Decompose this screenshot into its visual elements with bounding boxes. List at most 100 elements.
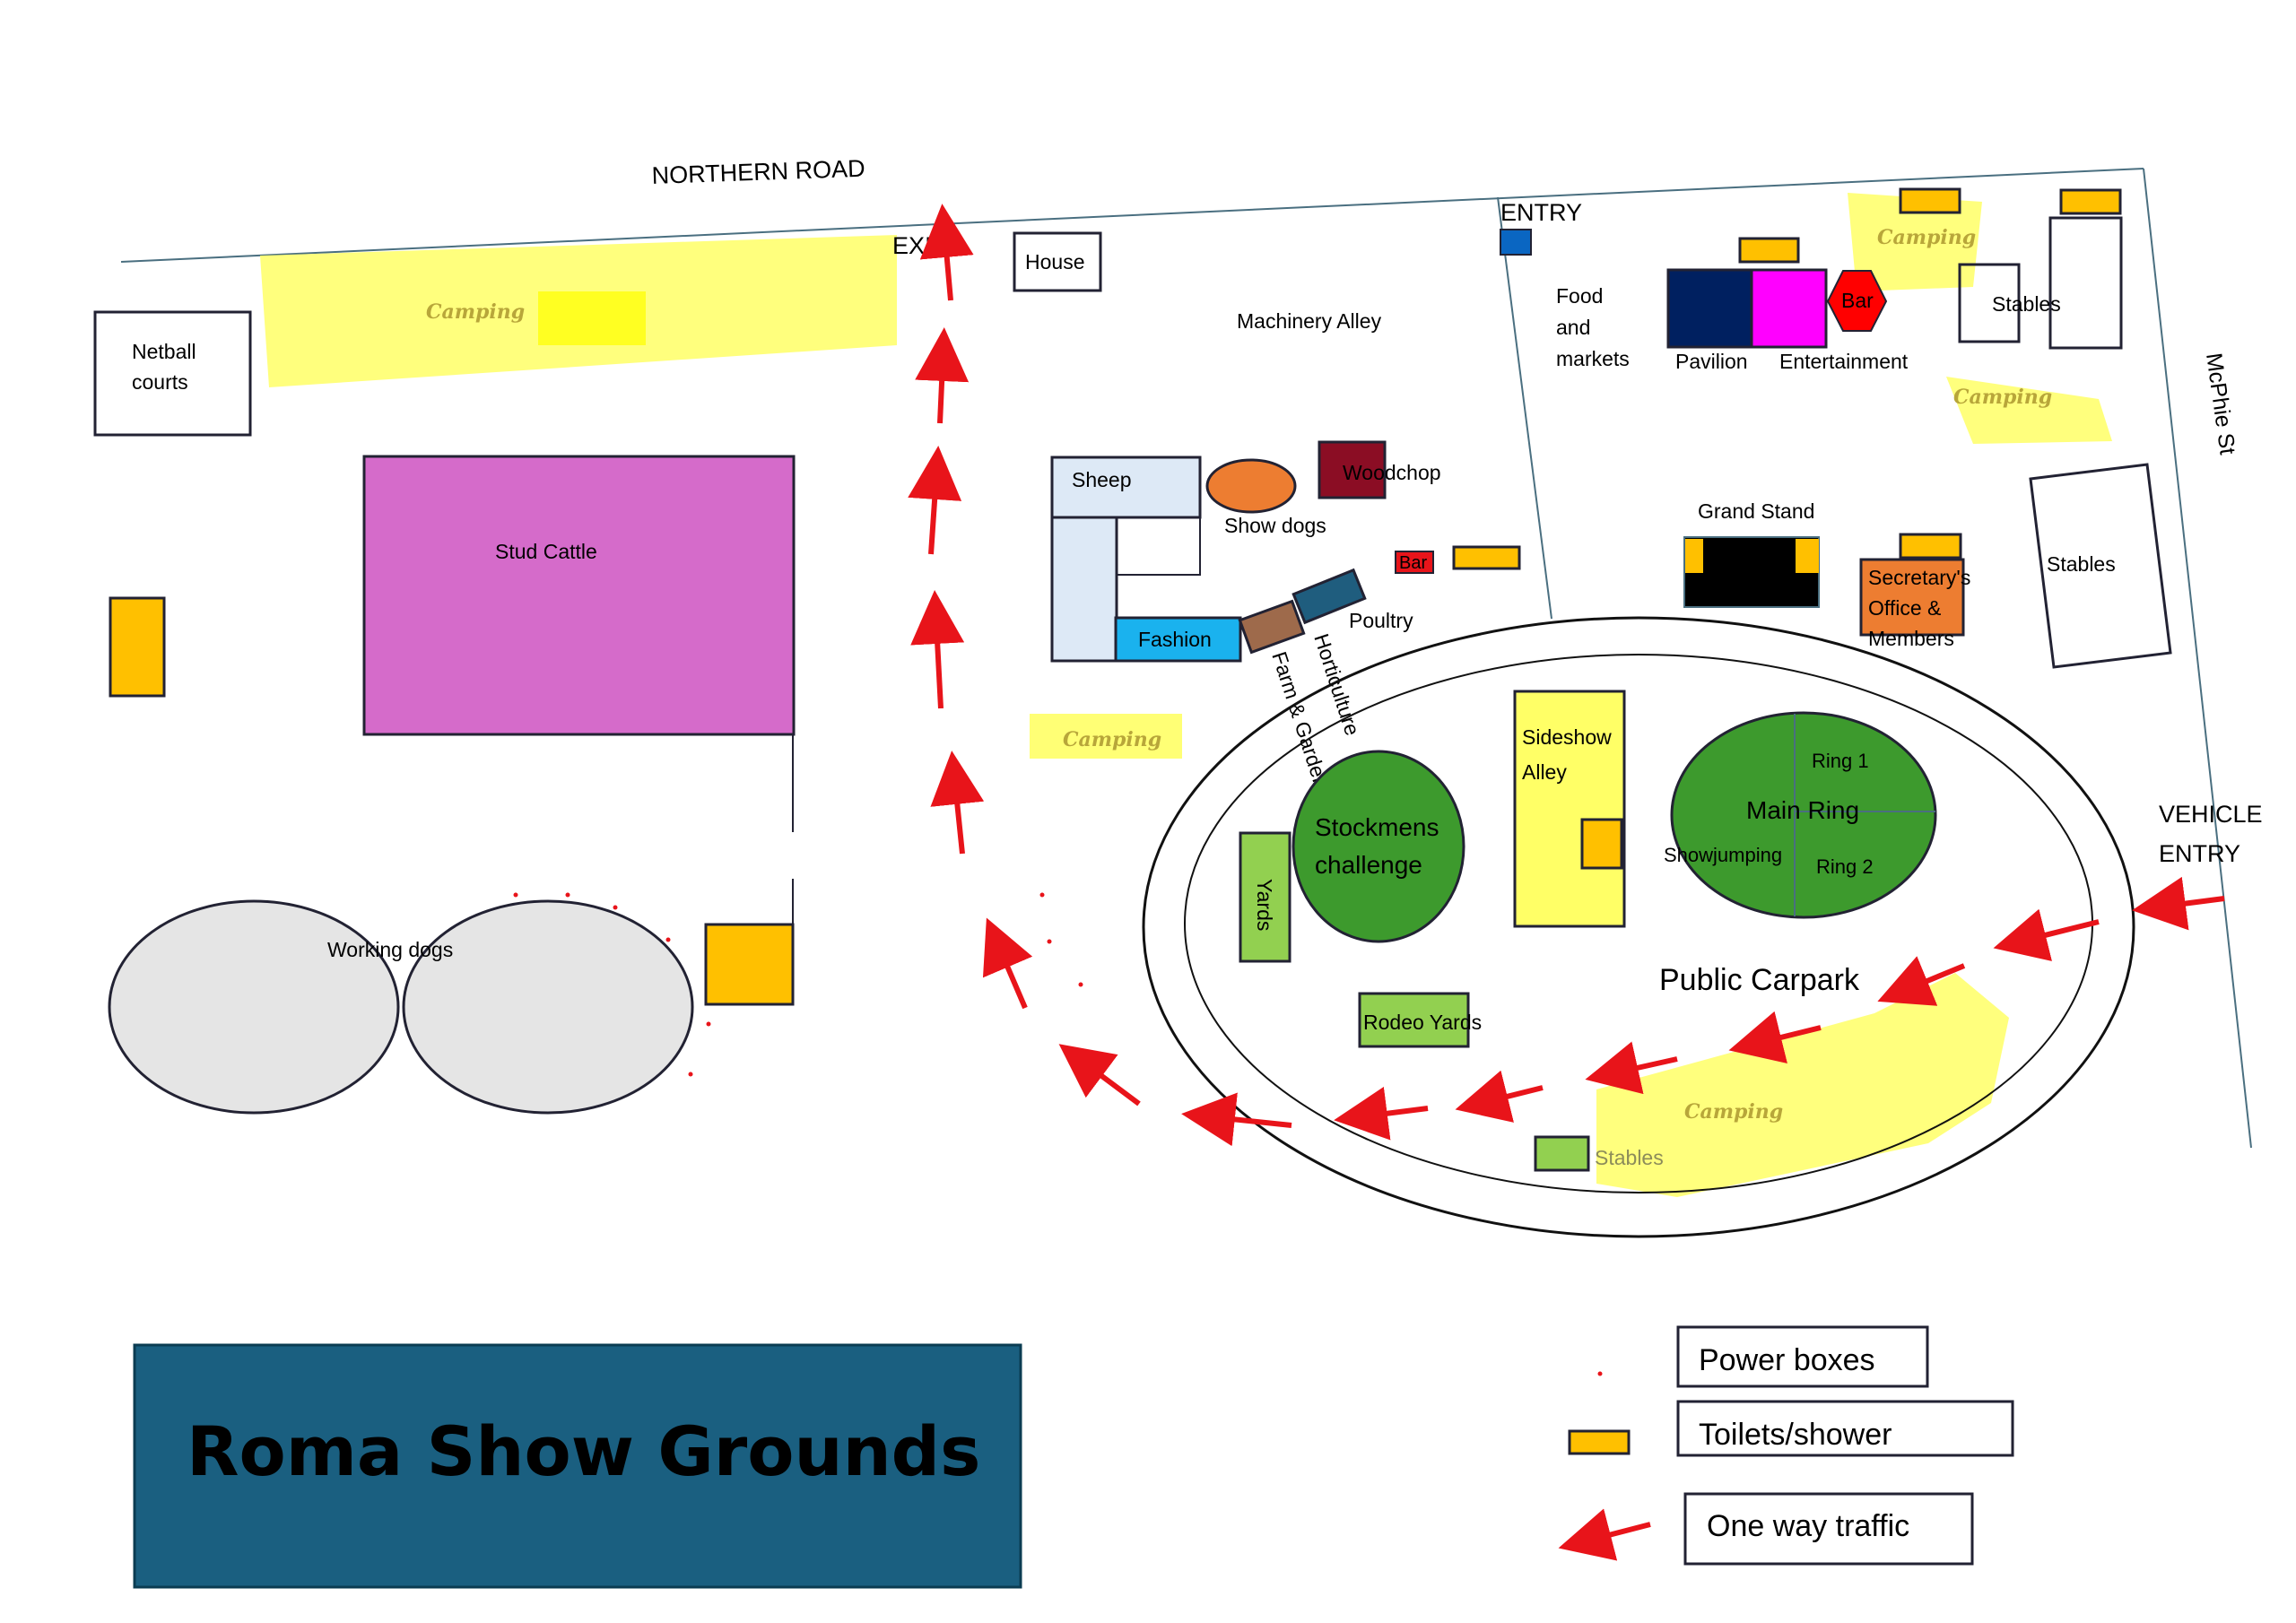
show-dogs-label: Show dogs (1224, 514, 1326, 537)
show-dogs-ring (1205, 458, 1297, 514)
traffic-arrow (910, 590, 965, 709)
working-dogs-arena-left (108, 899, 400, 1115)
woodchop-label: Woodchop (1343, 461, 1441, 484)
grand-stand-label: Grand Stand (1698, 499, 1814, 523)
traffic-arrow (1728, 1011, 1822, 1064)
food-markets-label-line3: markets (1556, 347, 1630, 370)
mcphie-st-line (2143, 168, 2252, 1149)
sheep-pen-fence (1116, 517, 1201, 576)
power-box (1039, 892, 1045, 898)
sheep-pen (1050, 456, 1202, 519)
entertainment-area (1750, 268, 1828, 349)
machinery-alley-label: Machinery Alley (1237, 309, 1382, 333)
poultry-label: Poultry (1349, 609, 1413, 632)
ring-1-label: Ring 1 (1812, 750, 1869, 772)
sheep-label: Sheep (1072, 468, 1132, 491)
traffic-arrow (1585, 1041, 1678, 1095)
food-markets-label-line1: Food (1556, 284, 1603, 308)
pavilion (1666, 268, 1753, 349)
camping-label-ne: Camping (1877, 226, 1976, 249)
bar-small-label: Bar (1399, 553, 1427, 573)
camping-highlight-ne (1848, 193, 1982, 291)
rodeo-yards (1358, 992, 1470, 1048)
rodeo-yards-label: Rodeo Yards (1363, 1011, 1482, 1034)
traffic-arrow (1334, 1086, 1429, 1141)
traffic-arrows (908, 204, 2225, 1147)
secretary-office (1859, 558, 1965, 637)
stables-north-label: Stables (1992, 292, 2061, 316)
netball-courts-label-line2: courts (132, 370, 188, 394)
pavilion-label: Pavilion (1675, 350, 1748, 373)
traffic-arrow (1455, 1070, 1544, 1123)
northern-road-line (120, 168, 2144, 263)
toilet-block-stables-b (2059, 188, 2122, 215)
toilet-block-grandstand-left (1685, 539, 1703, 573)
stables-east-label: Stables (2047, 552, 2116, 576)
showjumping-label: Showjumping (1664, 844, 1782, 866)
exit-label: EXIT (892, 232, 946, 259)
stockmens-challenge-label-line1: Stockmens (1315, 813, 1439, 841)
legend-power-box-icon (1597, 1371, 1603, 1376)
camping-highlight-north-bright (538, 291, 646, 345)
poultry-shed (1292, 568, 1367, 625)
stud-cattle-area (362, 455, 796, 736)
toilet-block-southwest (704, 923, 795, 1006)
traffic-arrow (1058, 1044, 1141, 1107)
power-box (513, 892, 518, 898)
northern-road-label: NORTHERN ROAD (651, 155, 865, 189)
food-markets-label-line2: and (1556, 316, 1590, 339)
stud-cattle-label: Stud Cattle (495, 540, 597, 563)
camping-label-carpark: Camping (1684, 1100, 1783, 1124)
bar-small (1395, 551, 1434, 574)
stables-south (1534, 1135, 1590, 1172)
yards-label: Yards (1253, 879, 1276, 931)
legend-one-way-label: One way traffic (1707, 1509, 1909, 1543)
traffic-arrow (1877, 956, 1966, 1006)
traffic-arrow (982, 917, 1033, 1010)
toilet-block-stables-a (1899, 187, 1961, 214)
toilet-block-west (109, 596, 166, 698)
netball-courts (93, 310, 252, 437)
traffic-arrow (1993, 908, 2100, 961)
toilet-block-sideshow (1580, 818, 1623, 870)
bar-main-label: Bar (1841, 289, 1874, 312)
camping-label-east: Camping (1953, 386, 2052, 409)
sheep-pen-extension (1050, 516, 1118, 663)
sideshow-alley-label-line2: Alley (1522, 760, 1567, 784)
power-box (1047, 939, 1052, 944)
main-ring-label: Main Ring (1746, 796, 1859, 824)
stables-north-small (1958, 263, 2021, 343)
sideshow-alley (1513, 690, 1626, 928)
toilet-block-secretary (1899, 533, 1962, 560)
fashion-label: Fashion (1138, 628, 1212, 651)
fashion-area (1114, 616, 1242, 663)
vehicle-entry-label-line2: ENTRY (2159, 840, 2240, 867)
bar-main (1826, 270, 1888, 332)
power-box (706, 1021, 711, 1027)
power-box (665, 937, 671, 942)
traffic-arrow (915, 327, 970, 424)
sideshow-alley-label-line1: Sideshow (1522, 725, 1612, 749)
house (1013, 231, 1102, 292)
toilet-block-pavilion (1738, 237, 1800, 264)
secretary-office-label-line1: Secretary's (1868, 566, 1970, 589)
mcphie-st-label: McPhie St (2201, 352, 2240, 456)
secretary-office-label-line3: Members (1868, 627, 1954, 650)
map-title: Roma Show Grounds (187, 1411, 980, 1491)
power-box (688, 1072, 693, 1077)
public-carpark-label: Public Carpark (1659, 963, 1860, 997)
entry-marker (1500, 229, 1532, 256)
vehicle-entry-label-line1: VEHICLE (2159, 801, 2263, 828)
traffic-arrow (908, 446, 962, 555)
entry-label: ENTRY (1500, 199, 1582, 226)
legend-one-way-box (1683, 1492, 1974, 1566)
power-boxes (513, 892, 1083, 1077)
camping-highlight-east (1946, 377, 2112, 444)
power-box (565, 892, 570, 898)
legend-power-boxes-box (1676, 1325, 1929, 1388)
stockmens-challenge-arena (1292, 750, 1465, 943)
legend-toilet-icon (1568, 1429, 1631, 1455)
power-box (1078, 982, 1083, 987)
working-dogs-arena-right (402, 899, 694, 1115)
title-panel (133, 1343, 1022, 1589)
